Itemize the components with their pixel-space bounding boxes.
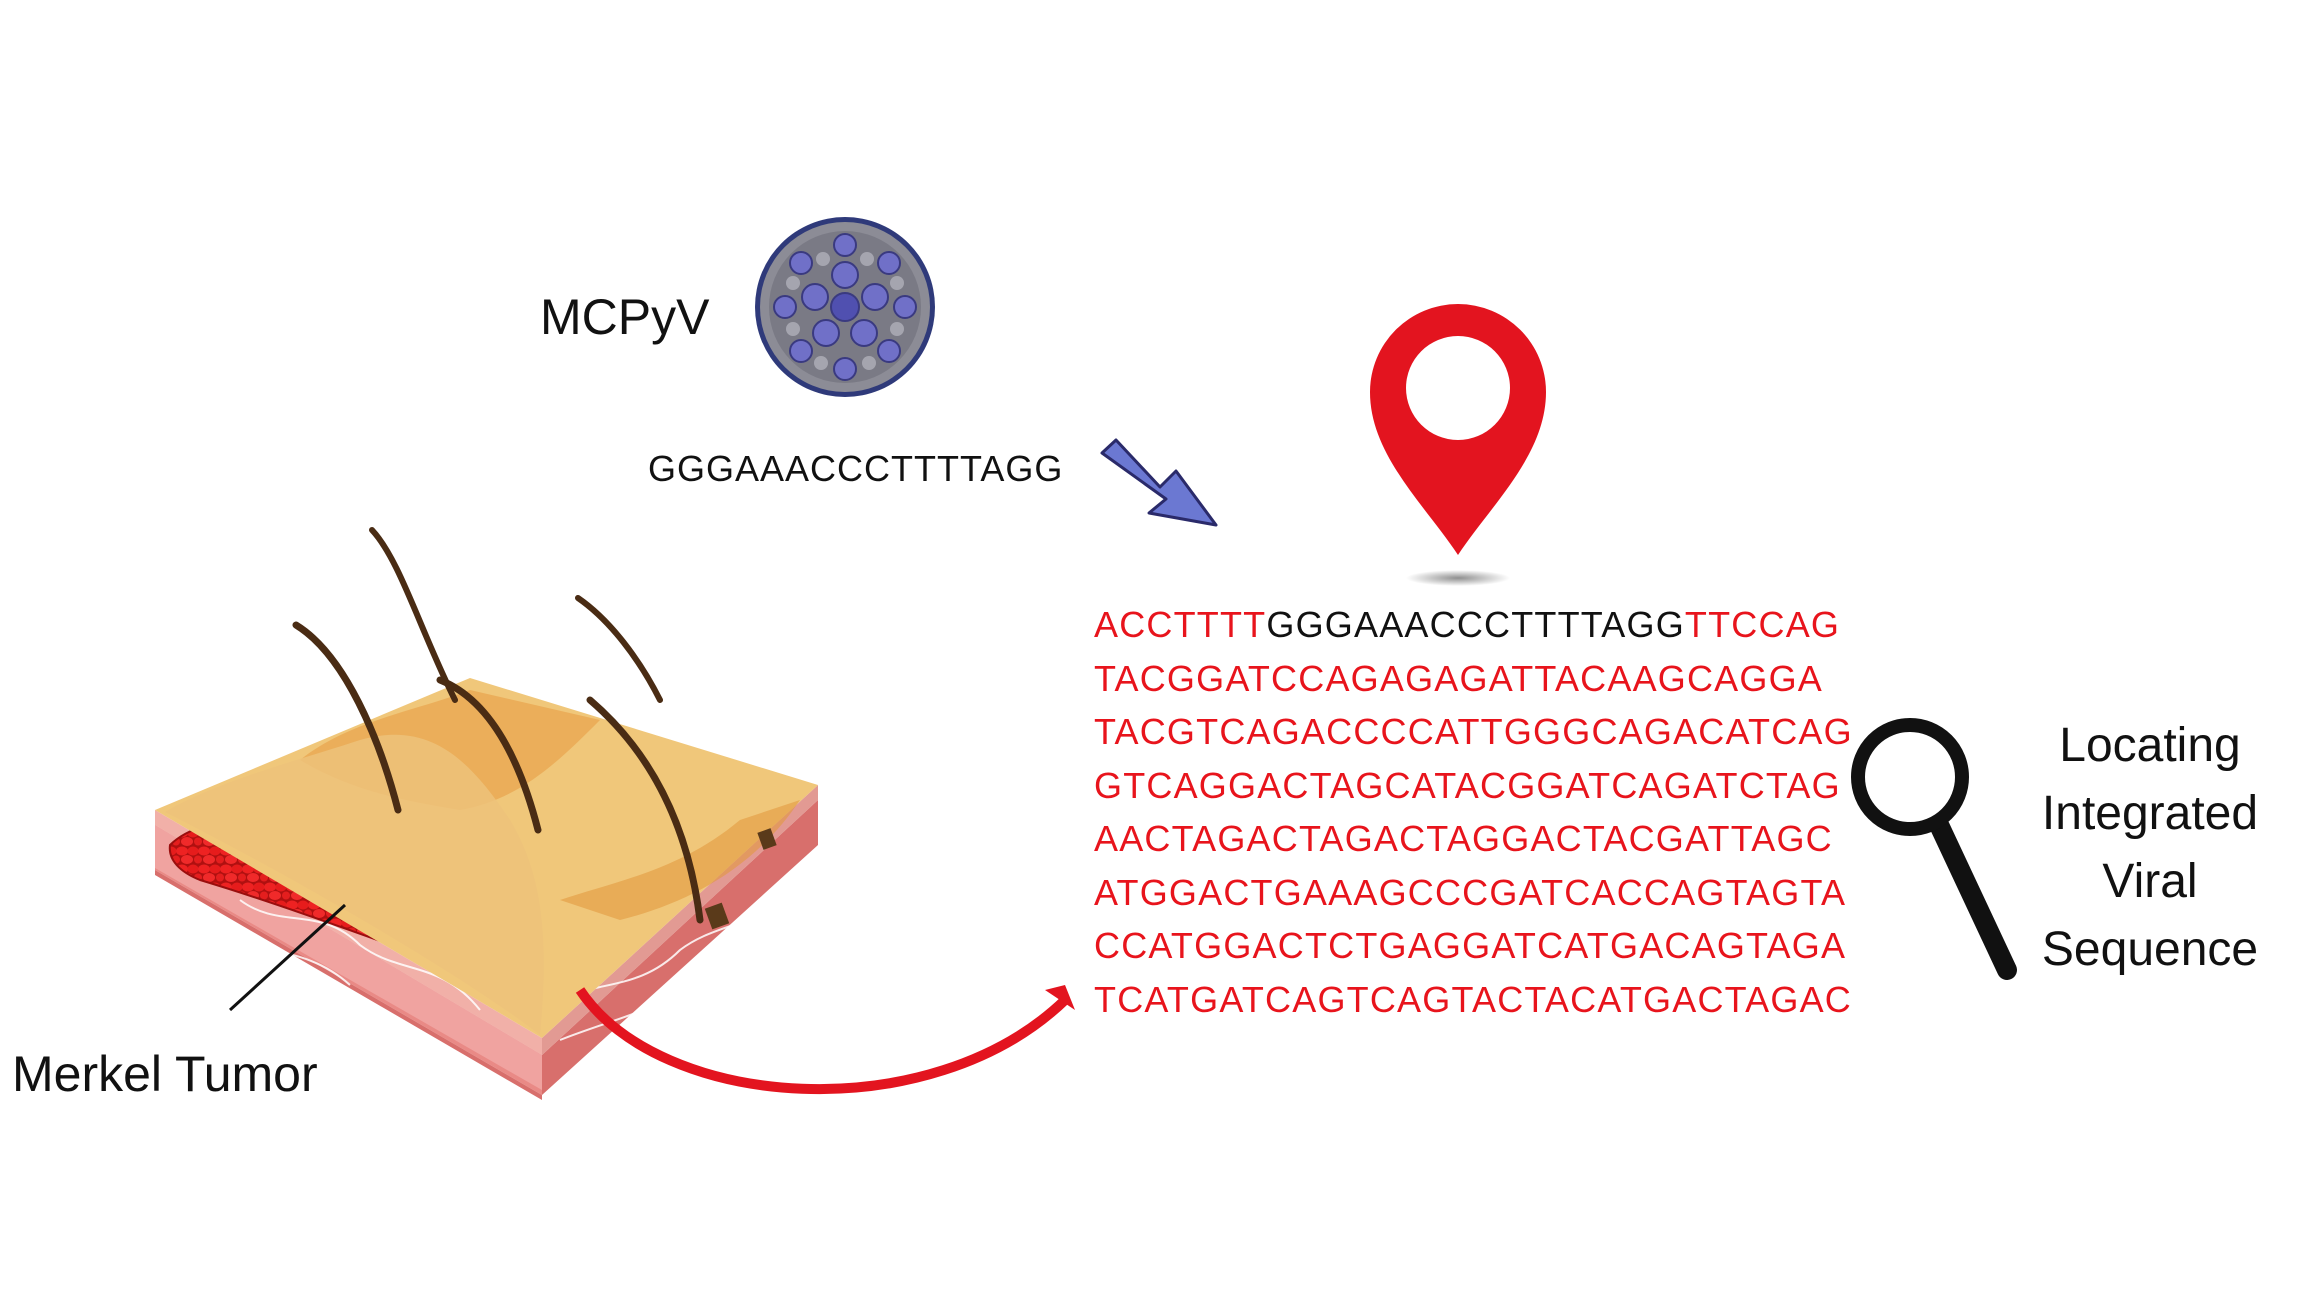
- skin-block-icon: [155, 527, 818, 1100]
- virus-icon: [755, 217, 935, 397]
- genome-row: TACGTCAGACCCCATTGGGCAGACATCAG: [1094, 711, 1853, 752]
- integrated-viral-insert: GGGAAACCCTTTTAGG: [1266, 604, 1685, 645]
- locating-label: Locating Integrated Viral Sequence: [2010, 712, 2290, 984]
- locating-line: Integrated: [2041, 787, 2259, 840]
- genome-row: CCATGGACTCTGAGGATCATGACAGTAGA: [1094, 925, 1847, 966]
- tumor-label: Merkel Tumor: [12, 1046, 318, 1102]
- flank-right: TTCCAG: [1684, 604, 1841, 645]
- locating-line: Viral: [2102, 855, 2198, 908]
- map-pin-icon: [1370, 304, 1546, 586]
- tumor-pointer-line: [228, 903, 347, 1012]
- viral-sequence: GGGAAACCCTTTTAGG: [648, 448, 1064, 489]
- locating-line: Sequence: [2041, 923, 2259, 976]
- curved-arrow-head: [1045, 985, 1075, 1010]
- locating-line: Locating: [2059, 719, 2241, 772]
- flank-left: ACCTTTT: [1094, 604, 1267, 645]
- genome-row: TACGGATCCAGAGAGATTACAAGCAGGA: [1094, 657, 1824, 699]
- genome-row: ATGGACTGAAAGCCCGATCACCAGTAGTA: [1094, 871, 1847, 913]
- genome-row: AACTAGACTAGACTAGGACTACGATTAGC: [1094, 818, 1833, 859]
- arrow-down-right-icon: [1100, 438, 1218, 527]
- genome-row: TCATGATCAGTCAGTACTACATGACTAGAC: [1094, 978, 1853, 1020]
- curved-arrow-icon: [575, 987, 1070, 1095]
- magnifier-icon: [1851, 718, 2017, 980]
- genome-sequence-block: ACCTTTTGGGAAACCCTTTTAGGTTCCAG TACGGATCCA…: [1094, 598, 1853, 1026]
- genome-row: ACCTTTTGGGAAACCCTTTTAGGTTCCAG: [1094, 598, 1853, 652]
- genome-row: GTCAGGACTAGCATACGGATCAGATCTAG: [1094, 764, 1841, 806]
- virus-label: MCPyV: [540, 289, 710, 345]
